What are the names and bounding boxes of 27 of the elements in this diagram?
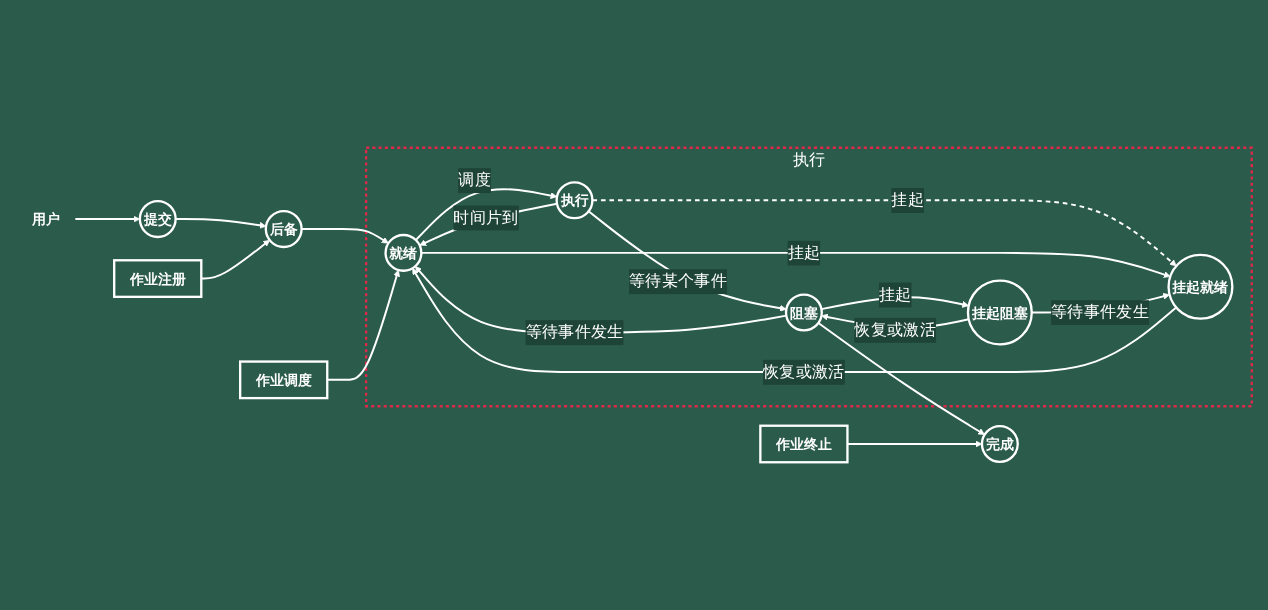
node-circle: 就绪 [384,233,423,272]
edge-label: 等待事件发生 [525,322,624,342]
edge-label: 等待某个事件 [628,271,727,291]
node-circle: 阻塞 [784,293,823,332]
edge-label: 挂起 [891,190,925,210]
node-circle: 完成 [980,424,1019,464]
node-box: 作业终止 [759,424,849,464]
node-circle: 提交 [138,200,177,239]
edge-label: 调度 [458,170,491,190]
edge-label: 等待事件发生 [1051,302,1150,322]
arrow [817,322,985,435]
node-circle: 执行 [555,181,594,220]
node-box: 作业注册 [113,259,203,298]
arrow [587,210,787,312]
node-circle: 挂起阻塞 [966,279,1033,346]
arrow [412,268,1178,374]
edge-label: 恢复或激活 [763,362,845,381]
edge-label: 挂起 [878,284,912,304]
edge-label: 挂起 [787,242,821,262]
node-circle: 后备 [264,210,303,249]
node-text: 用户 [31,210,60,228]
node-circle: 挂起就绪 [1167,253,1234,320]
node-box: 作业调度 [239,360,329,400]
arrow [74,215,141,223]
arrow [414,188,558,241]
edge-label: 时间片到 [453,207,519,227]
edge-label: 恢复或激活 [854,320,937,339]
